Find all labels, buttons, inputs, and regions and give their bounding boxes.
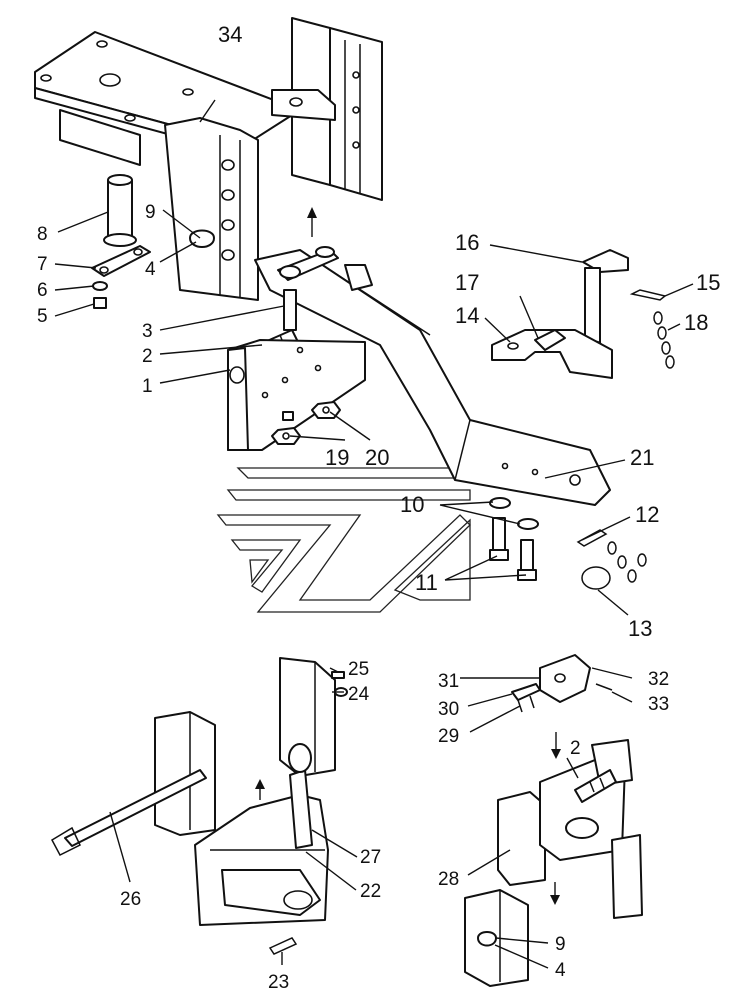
watermark-logo [216, 467, 471, 613]
callout-34: 34 [218, 22, 242, 47]
callout-29: 29 [438, 726, 459, 747]
callout-7: 7 [37, 254, 48, 275]
callout-15: 15 [696, 270, 720, 295]
callout-3: 3 [142, 321, 153, 342]
drawbar-hardware [489, 497, 647, 590]
callout-5: 5 [37, 306, 48, 327]
swivel-hitch-detail [497, 732, 643, 919]
callout-9-detail: 9 [555, 934, 566, 955]
callout-6: 6 [37, 280, 48, 301]
callout-13: 13 [628, 616, 652, 641]
hitch-pin-assembly [491, 249, 629, 379]
callout-4-detail: 4 [555, 960, 566, 981]
callout-23: 23 [268, 972, 289, 993]
callout-4: 4 [145, 259, 156, 280]
callout-22: 22 [360, 881, 381, 902]
clevis-detail [511, 654, 613, 713]
callout-labels: 34 9 4 8 7 6 5 3 2 1 19 20 16 17 14 15 1… [37, 22, 720, 993]
callout-31: 31 [438, 671, 459, 692]
callout-24: 24 [348, 684, 370, 705]
clip-and-chain [629, 289, 675, 369]
nuts [271, 401, 341, 445]
drawbar-beam [254, 249, 611, 506]
callout-8: 8 [37, 224, 48, 245]
callout-16: 16 [455, 230, 479, 255]
pin-strap-set [91, 174, 151, 309]
callout-12: 12 [635, 502, 659, 527]
callout-27: 27 [360, 847, 381, 868]
callout-2: 2 [142, 346, 153, 367]
callout-28: 28 [438, 869, 459, 890]
up-arrow-icon [307, 207, 317, 237]
pivot-hitch-assembly [51, 657, 348, 955]
left-channel-bracket [164, 117, 259, 301]
callout-26: 26 [120, 889, 141, 910]
callout-1: 1 [142, 376, 153, 397]
callout-2-detail: 2 [570, 738, 581, 759]
callout-9: 9 [145, 202, 156, 223]
callout-10: 10 [400, 492, 424, 517]
callout-32: 32 [648, 669, 669, 690]
callout-20: 20 [365, 445, 389, 470]
callout-14: 14 [455, 303, 479, 328]
callout-19: 19 [325, 445, 349, 470]
leader-lines [54, 99, 694, 969]
lower-bracket [227, 339, 366, 451]
callout-11: 11 [415, 570, 438, 595]
callout-21: 21 [630, 445, 654, 470]
callout-25: 25 [348, 659, 369, 680]
callout-17: 17 [455, 270, 479, 295]
callout-33: 33 [648, 694, 669, 715]
callout-30: 30 [438, 699, 459, 720]
right-channel-bracket [271, 17, 383, 201]
callout-18: 18 [684, 310, 708, 335]
